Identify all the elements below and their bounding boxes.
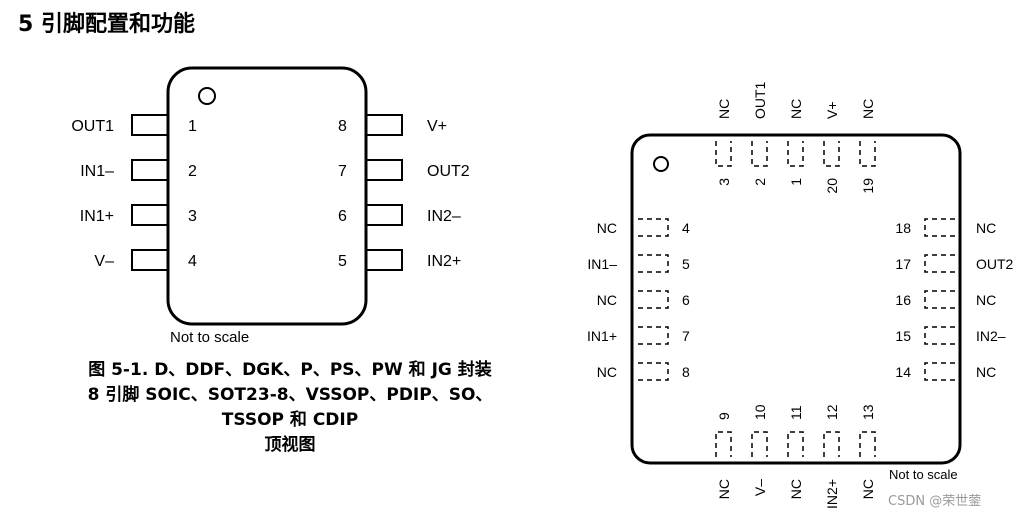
fk-pin-name: NC: [788, 479, 804, 499]
fk-pin-number: 1: [788, 178, 804, 186]
soic-pin-number: 4: [188, 253, 197, 270]
caption-line: 图 5-1. D、DDF、DGK、P、PS、PW 和 JG 封装: [88, 360, 492, 380]
fk-pin-number: 4: [682, 220, 690, 236]
soic-lead-6: [365, 204, 403, 226]
fk-pin-name: IN2+: [824, 479, 840, 509]
pin1-indicator: [653, 156, 669, 172]
fk-pin-number: 5: [682, 256, 690, 272]
soic-pin-number: 6: [338, 208, 347, 225]
fk-pin-number: 20: [824, 178, 840, 194]
watermark: CSDN @荣世蓥: [888, 494, 982, 509]
fk-pin-name: IN1–: [587, 256, 617, 272]
soic-pin-name: IN1+: [80, 208, 114, 225]
fk-bottom-pads: [715, 431, 876, 457]
fk-pin-name: NC: [716, 99, 732, 119]
soic-pin-number: 2: [188, 163, 197, 180]
fk-pin-name: V–: [752, 479, 768, 496]
fk-pin-name: NC: [788, 99, 804, 119]
fk-pin-number: 3: [716, 178, 732, 186]
fk-pin-name: OUT1: [752, 81, 768, 119]
soic-lead-1: [131, 114, 169, 136]
fk-pin-name: NC: [597, 220, 617, 236]
soic-body: [166, 66, 368, 326]
fk-pin-number: 10: [752, 404, 768, 420]
fk-left-pads: [638, 218, 669, 381]
soic-pin-name: V–: [94, 253, 114, 270]
fk-pin-number: 14: [895, 364, 911, 380]
fk-pin-name: OUT2: [976, 256, 1014, 272]
soic-lead-2: [131, 159, 169, 181]
soic-pin-number: 7: [338, 163, 347, 180]
fk-pin-number: 12: [824, 404, 840, 420]
soic-pin-name: IN2+: [427, 253, 461, 270]
fk-pin-number: 13: [860, 404, 876, 420]
fk-body: [630, 133, 962, 465]
soic-lead-8: [365, 114, 403, 136]
fk-pin-number: 2: [752, 178, 768, 186]
fk-top-pads: [715, 141, 876, 167]
soic-pin-name: IN1–: [80, 163, 114, 180]
caption-line: TSSOP 和 CDIP: [221, 410, 359, 430]
soic-pin-name: OUT1: [71, 118, 114, 135]
fk-pin-number: 16: [895, 292, 911, 308]
fk-pin-name: NC: [976, 292, 996, 308]
fk-pin-name: IN1+: [587, 328, 617, 344]
soic-lead-7: [365, 159, 403, 181]
soic-pin-number: 1: [188, 118, 197, 135]
fk-pin-number: 11: [788, 405, 804, 420]
fk-right-pads: [924, 218, 955, 381]
soic-pin-name: IN2–: [427, 208, 461, 225]
soic-pin-number: 3: [188, 208, 197, 225]
fk-pin-number: 19: [860, 178, 876, 194]
fk-pin-name: IN2–: [976, 328, 1006, 344]
soic-package: OUT1 IN1– IN1+ V– 1 2 3 4 8 7 6 5 V+ OUT…: [71, 66, 470, 346]
fk-pin-number: 6: [682, 292, 690, 308]
fk-pin-number: 18: [895, 220, 911, 236]
fk-pin-number: 17: [895, 256, 911, 272]
soic-pin-name: V+: [427, 118, 447, 135]
fk-package: NC OUT1 NC V+ NC 3 2 1 20 19 9 10 11 12 …: [587, 81, 1014, 509]
soic-lead-5: [365, 249, 403, 271]
fk-pin-number: 9: [716, 412, 732, 420]
soic-pin-number: 8: [338, 118, 347, 135]
pin1-indicator: [198, 87, 216, 105]
fk-pin-name: NC: [976, 364, 996, 380]
soic-pin-name: OUT2: [427, 163, 470, 180]
fk-pin-number: 8: [682, 364, 690, 380]
soic-lead-4: [131, 249, 169, 271]
fk-pin-number: 7: [682, 328, 690, 344]
fk-scale-note: Not to scale: [889, 467, 958, 482]
fk-pin-number: 15: [895, 328, 911, 344]
caption-line: 顶视图: [264, 435, 316, 455]
fk-pin-name: NC: [976, 220, 996, 236]
figure-caption: 图 5-1. D、DDF、DGK、P、PS、PW 和 JG 封装 8 引脚 SO…: [30, 358, 550, 458]
fk-pin-name: V+: [824, 101, 840, 119]
fk-pin-name: NC: [860, 99, 876, 119]
fk-pin-name: NC: [716, 479, 732, 499]
fk-pin-name: NC: [860, 479, 876, 499]
fk-pin-name: NC: [597, 292, 617, 308]
soic-lead-3: [131, 204, 169, 226]
section-title: 5 引脚配置和功能: [18, 12, 195, 37]
soic-scale-note: Not to scale: [170, 329, 249, 346]
soic-pin-number: 5: [338, 253, 347, 270]
caption-line: 8 引脚 SOIC、SOT23-8、VSSOP、PDIP、SO、: [87, 385, 493, 405]
fk-pin-name: NC: [597, 364, 617, 380]
